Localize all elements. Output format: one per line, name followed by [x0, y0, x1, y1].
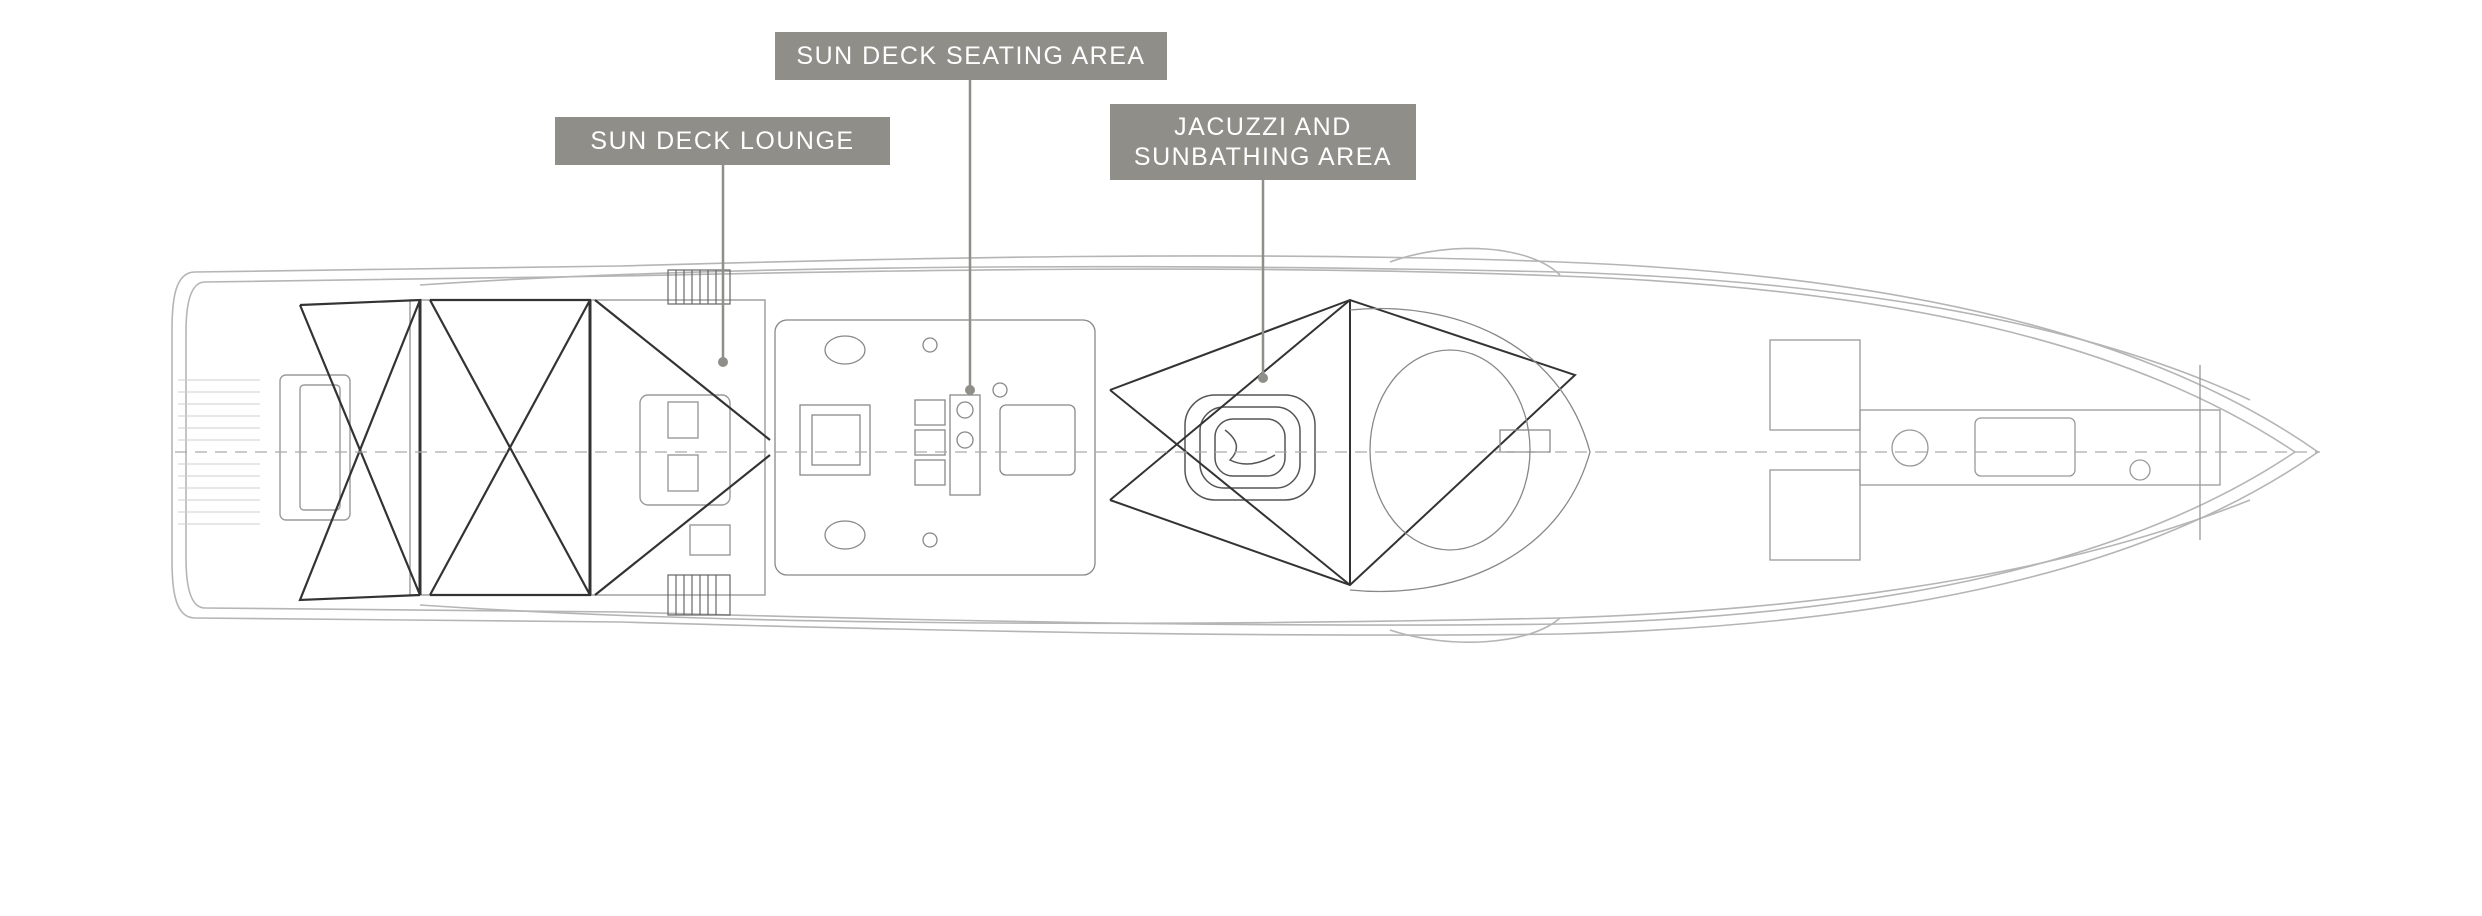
sun-deck-seating-area-label: SUN DECK SEATING AREA	[775, 32, 1167, 80]
forward-sunbed	[1349, 307, 1591, 593]
aft-structure	[279, 299, 766, 596]
bimini-frames	[298, 298, 771, 602]
aft-decking	[178, 379, 260, 525]
jacuzzi-and-sunbathing-area-label: JACUZZI AND SUNBATHING AREA	[1110, 104, 1416, 180]
leader-dots	[718, 357, 1268, 395]
sun-deck-lounge-label: SUN DECK LOUNGE	[555, 117, 890, 165]
jacuzzi-canopy	[1109, 298, 1577, 587]
jacuzzi	[1184, 394, 1316, 501]
seating-area-furniture	[774, 319, 1096, 576]
stairs	[667, 269, 731, 616]
leader-lines	[721, 80, 1265, 390]
hull-outline	[171, 247, 2320, 643]
